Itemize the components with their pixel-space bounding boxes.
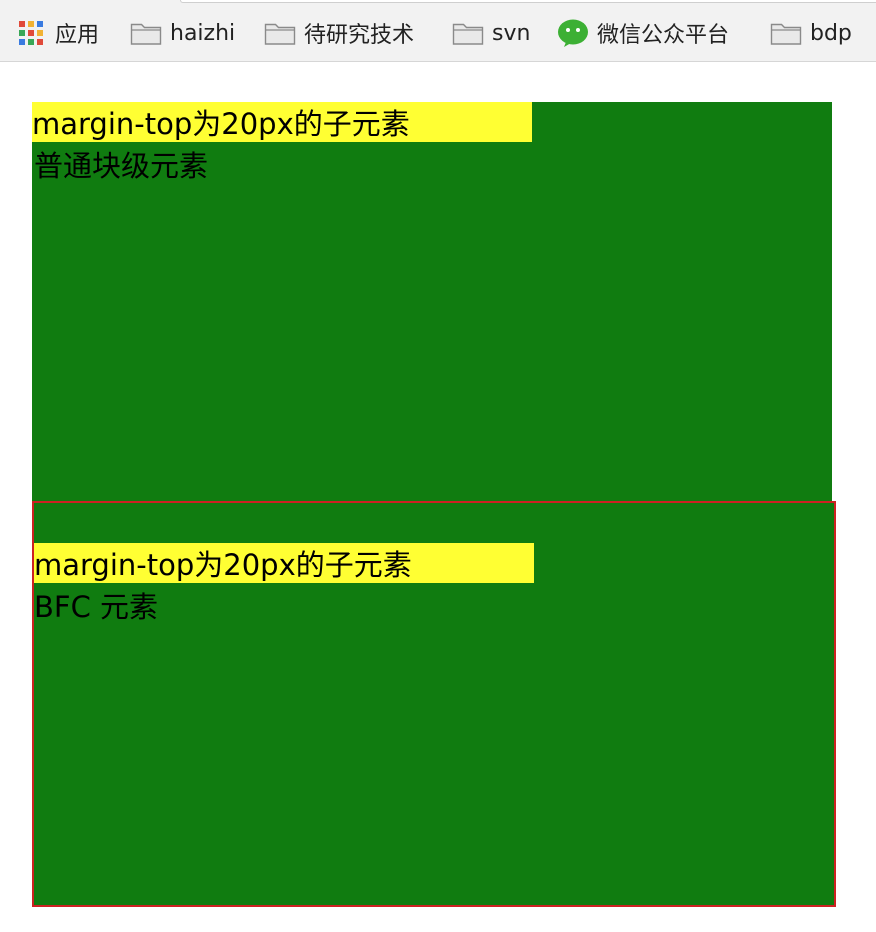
normal-block-label: 普通块级元素 <box>34 149 209 183</box>
bookmark-label: bdp <box>810 20 852 46</box>
bookmark-label: svn <box>492 20 531 46</box>
folder-icon <box>264 23 296 45</box>
folder-icon <box>130 23 162 45</box>
folder-icon <box>770 23 802 45</box>
bookmark-haizhi[interactable]: haizhi <box>130 17 235 49</box>
bookmark-svn[interactable]: svn <box>452 17 530 49</box>
wechat-icon <box>558 19 588 47</box>
margin-top-child: margin-top为20px的子元素 <box>32 102 532 142</box>
page-content: margin-top为20px的子元素 普通块级元素 margin-top为20… <box>0 62 876 932</box>
bookmark-bdp[interactable]: bdp <box>770 17 852 49</box>
folder-icon <box>452 23 484 45</box>
bfc-block-label: BFC 元素 <box>34 590 159 624</box>
bookmark-label: 微信公众平台 <box>597 23 730 48</box>
apps-grid-icon <box>18 20 45 47</box>
margin-top-child: margin-top为20px的子元素 <box>34 543 534 583</box>
tab-strip-edge <box>180 0 876 3</box>
bookmark-apps[interactable]: 应用 <box>18 17 99 49</box>
normal-block-element: margin-top为20px的子元素 普通块级元素 <box>32 102 832 502</box>
bookmark-wechat-platform[interactable]: 微信公众平台 <box>557 17 729 49</box>
bookmark-label: 应用 <box>55 23 100 48</box>
bookmark-research-tech[interactable]: 待研究技术 <box>264 17 414 49</box>
bfc-block-element: margin-top为20px的子元素 BFC 元素 <box>32 501 836 907</box>
bookmark-label: 待研究技术 <box>304 23 415 48</box>
bookmark-label: haizhi <box>170 20 236 46</box>
bookmarks-bar: 应用 haizhi 待研究技术 svn 微信公众平台 <box>0 0 876 62</box>
